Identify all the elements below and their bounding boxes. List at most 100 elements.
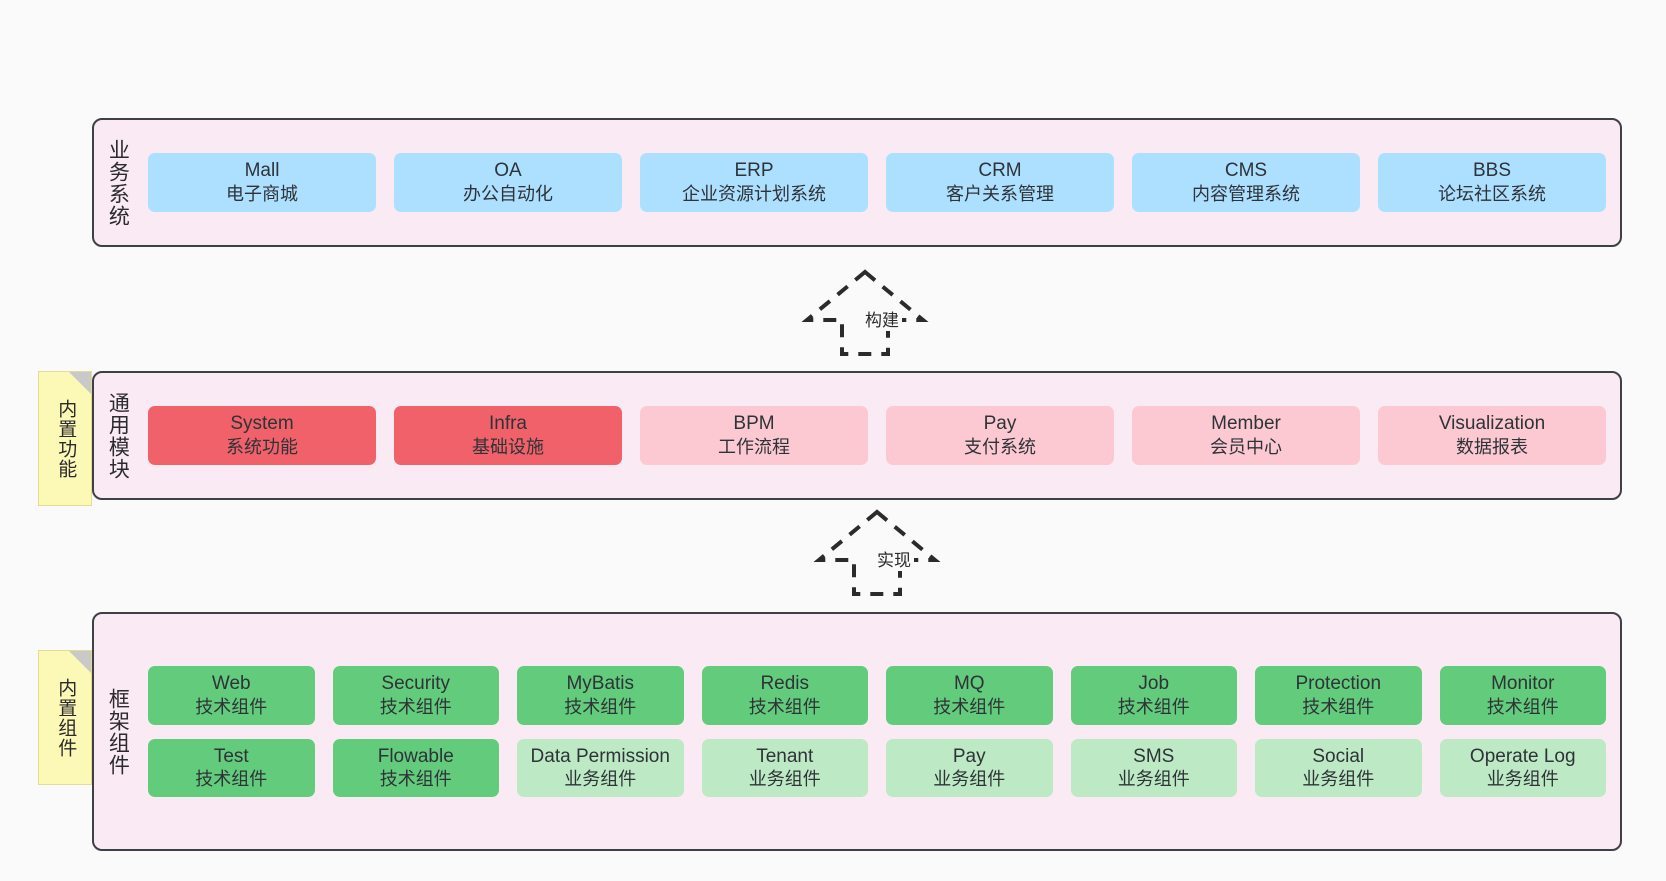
layer-business-system: 业务系统 Mall 电子商城 OA 办公自动化 ERP 企业资源计划系统 CRM… — [92, 118, 1622, 247]
note-builtin-functions: 内置功能 — [38, 371, 92, 506]
card-title: Web — [211, 672, 251, 694]
card-data-permission[interactable]: Data Permission 业务组件 — [517, 738, 684, 798]
card-subtitle: 技术组件 — [1302, 696, 1375, 717]
card-title: Social — [1312, 745, 1365, 767]
card-subtitle: 数据报表 — [1456, 437, 1528, 458]
card-row: System 系统功能 Infra 基础设施 BPM 工作流程 Pay 支付系统… — [148, 406, 1606, 465]
card-title: Pay — [983, 413, 1017, 435]
card-title: Infra — [488, 413, 528, 435]
card-title: OA — [494, 160, 522, 182]
card-title: Security — [381, 672, 451, 694]
connector-implement: 实现 — [812, 508, 942, 598]
connector-label: 实现 — [874, 546, 914, 571]
card-title: Visualization — [1438, 413, 1546, 435]
card-erp[interactable]: ERP 企业资源计划系统 — [640, 153, 868, 212]
card-title: MQ — [953, 672, 985, 694]
card-subtitle: 论坛社区系统 — [1438, 184, 1546, 205]
card-row: Mall 电子商城 OA 办公自动化 ERP 企业资源计划系统 CRM 客户关系… — [148, 153, 1606, 212]
card-title: BPM — [733, 413, 775, 435]
card-subtitle: 技术组件 — [1486, 696, 1559, 717]
note-label: 内置组件 — [55, 677, 77, 758]
card-mq[interactable]: MQ 技术组件 — [886, 665, 1053, 725]
card-subtitle: 客户关系管理 — [946, 184, 1054, 205]
card-subtitle: 技术组件 — [379, 769, 452, 790]
generalization-arrow-icon — [813, 509, 941, 596]
card-sms[interactable]: SMS 业务组件 — [1070, 738, 1237, 798]
card-title: SMS — [1133, 745, 1175, 767]
card-title: Pay — [952, 745, 986, 767]
card-title: BBS — [1472, 160, 1512, 182]
note-label: 内置功能 — [55, 398, 77, 479]
card-subtitle: 工作流程 — [718, 437, 790, 458]
card-title: CMS — [1224, 160, 1268, 182]
card-test[interactable]: Test 技术组件 — [148, 738, 315, 798]
card-subtitle: 支付系统 — [964, 437, 1036, 458]
card-infra[interactable]: Infra 基础设施 — [394, 406, 622, 465]
card-subtitle: 会员中心 — [1210, 437, 1282, 458]
card-subtitle: 业务组件 — [1117, 769, 1190, 790]
card-monitor[interactable]: Monitor 技术组件 — [1439, 665, 1606, 725]
card-title: CRM — [978, 160, 1022, 182]
card-subtitle: 系统功能 — [226, 437, 298, 458]
card-title: ERP — [734, 160, 774, 182]
card-web[interactable]: Web 技术组件 — [148, 665, 315, 725]
card-row: Test 技术组件 Flowable 技术组件 Data Permission … — [148, 738, 1606, 798]
card-subtitle: 业务组件 — [748, 769, 821, 790]
card-subtitle: 企业资源计划系统 — [682, 184, 826, 205]
connector-label: 构建 — [862, 306, 902, 331]
card-title: Monitor — [1491, 672, 1555, 694]
layer-body-business-system: Mall 电子商城 OA 办公自动化 ERP 企业资源计划系统 CRM 客户关系… — [140, 120, 1620, 245]
page-fold-icon — [69, 651, 91, 673]
layer-framework-components: 框架组件 Web 技术组件 Security 技术组件 MyBatis 技术组件… — [92, 612, 1622, 851]
connector-build: 构建 — [800, 268, 930, 358]
card-crm[interactable]: CRM 客户关系管理 — [886, 153, 1114, 212]
card-title: Tenant — [756, 745, 814, 767]
layer-title-business-system: 业务系统 — [106, 138, 130, 227]
card-subtitle: 技术组件 — [195, 769, 268, 790]
card-bbs[interactable]: BBS 论坛社区系统 — [1378, 153, 1606, 212]
card-member[interactable]: Member 会员中心 — [1132, 406, 1360, 465]
card-subtitle: 技术组件 — [748, 696, 821, 717]
card-mybatis[interactable]: MyBatis 技术组件 — [517, 665, 684, 725]
card-system[interactable]: System 系统功能 — [148, 406, 376, 465]
card-security[interactable]: Security 技术组件 — [332, 665, 499, 725]
layer-title-common-modules: 通用模块 — [106, 391, 130, 480]
card-operate-log[interactable]: Operate Log 业务组件 — [1439, 738, 1606, 798]
layer-body-common-modules: System 系统功能 Infra 基础设施 BPM 工作流程 Pay 支付系统… — [140, 373, 1620, 498]
card-title: Data Permission — [530, 745, 670, 767]
card-subtitle: 技术组件 — [379, 696, 452, 717]
card-pay-business[interactable]: Pay 业务组件 — [886, 738, 1053, 798]
layer-title-framework-components: 框架组件 — [106, 687, 130, 776]
card-title: System — [230, 413, 294, 435]
card-social[interactable]: Social 业务组件 — [1255, 738, 1422, 798]
card-tenant[interactable]: Tenant 业务组件 — [701, 738, 868, 798]
card-title: Operate Log — [1469, 745, 1576, 767]
card-oa[interactable]: OA 办公自动化 — [394, 153, 622, 212]
card-subtitle: 内容管理系统 — [1192, 184, 1300, 205]
card-subtitle: 基础设施 — [472, 437, 544, 458]
card-title: Mall — [244, 160, 280, 182]
card-subtitle: 业务组件 — [564, 769, 637, 790]
card-row: Web 技术组件 Security 技术组件 MyBatis 技术组件 Redi… — [148, 665, 1606, 725]
card-cms[interactable]: CMS 内容管理系统 — [1132, 153, 1360, 212]
card-subtitle: 技术组件 — [564, 696, 637, 717]
card-visualization[interactable]: Visualization 数据报表 — [1378, 406, 1606, 465]
card-title: Job — [1138, 672, 1170, 694]
card-protection[interactable]: Protection 技术组件 — [1255, 665, 1422, 725]
card-subtitle: 技术组件 — [195, 696, 268, 717]
layer-body-framework-components: Web 技术组件 Security 技术组件 MyBatis 技术组件 Redi… — [140, 614, 1620, 849]
card-title: Member — [1211, 413, 1281, 435]
card-subtitle: 技术组件 — [933, 696, 1006, 717]
card-mall[interactable]: Mall 电子商城 — [148, 153, 376, 212]
card-subtitle: 电子商城 — [226, 184, 298, 205]
card-bpm[interactable]: BPM 工作流程 — [640, 406, 868, 465]
card-redis[interactable]: Redis 技术组件 — [701, 665, 868, 725]
card-title: Flowable — [377, 745, 454, 767]
card-title: Redis — [760, 672, 810, 694]
page-fold-icon — [69, 372, 91, 394]
card-pay[interactable]: Pay 支付系统 — [886, 406, 1114, 465]
card-job[interactable]: Job 技术组件 — [1070, 665, 1237, 725]
card-subtitle: 业务组件 — [1302, 769, 1375, 790]
card-flowable[interactable]: Flowable 技术组件 — [332, 738, 499, 798]
